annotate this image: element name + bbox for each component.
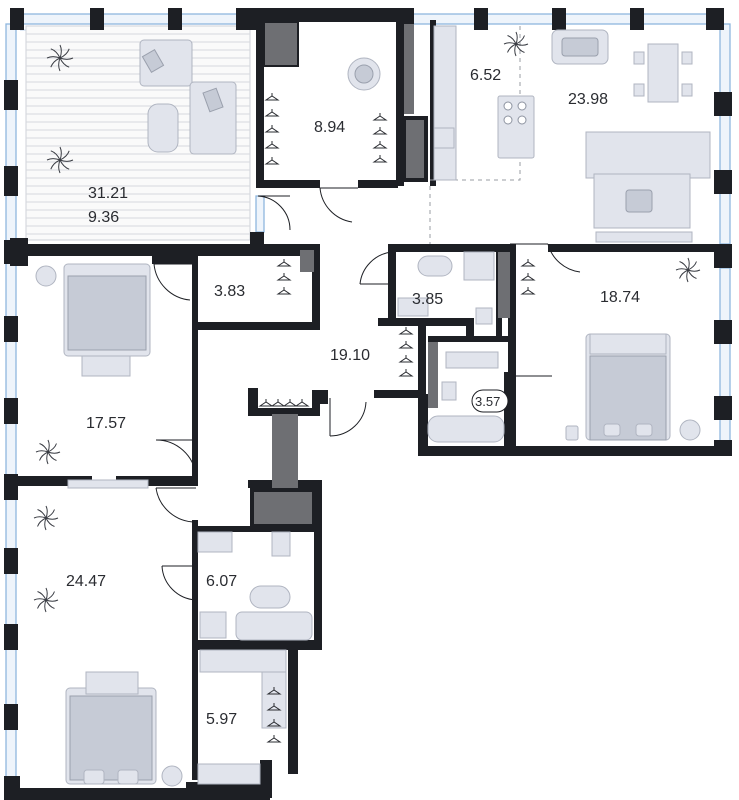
shafts <box>250 21 510 528</box>
room-area-wardrobe-top: 8.94 <box>314 119 345 136</box>
plant-icon <box>33 587 59 613</box>
room-area-wardrobe-bottom: 5.97 <box>206 711 237 728</box>
plants <box>33 31 701 613</box>
dashed-lines <box>429 26 521 244</box>
room-area-bedroom-right: 18.74 <box>600 289 640 306</box>
room-labels: 31.21 9.36 8.94 6.52 23.98 3.83 3.85 19.… <box>66 67 640 728</box>
terrace-deck <box>25 25 251 241</box>
plant-icon <box>46 44 74 72</box>
room-area-bedroom-bottom: 24.47 <box>66 573 106 590</box>
room-area-bedroom-left: 17.57 <box>86 415 126 432</box>
room-area-terrace-total: 31.21 <box>88 185 128 202</box>
furniture <box>35 25 711 787</box>
room-area-hall: 19.10 <box>330 347 370 364</box>
walls <box>4 8 732 800</box>
plant-icon <box>46 146 74 174</box>
room-area-bath-right: 3.57 <box>475 394 500 409</box>
plant-icon <box>33 505 59 531</box>
room-area-bath-left: 6.07 <box>206 573 237 590</box>
plant-icon <box>675 257 701 283</box>
wardrobe-hangers <box>258 93 536 743</box>
plant-icon <box>35 439 61 465</box>
plant-icon <box>503 31 529 57</box>
room-area-bath-top: 3.85 <box>412 291 443 308</box>
room-area-closet-small: 3.83 <box>214 283 245 300</box>
room-area-terrace: 9.36 <box>88 209 119 226</box>
room-area-living: 23.98 <box>568 91 608 108</box>
room-area-kitchen: 6.52 <box>470 67 501 84</box>
doors <box>153 187 581 601</box>
